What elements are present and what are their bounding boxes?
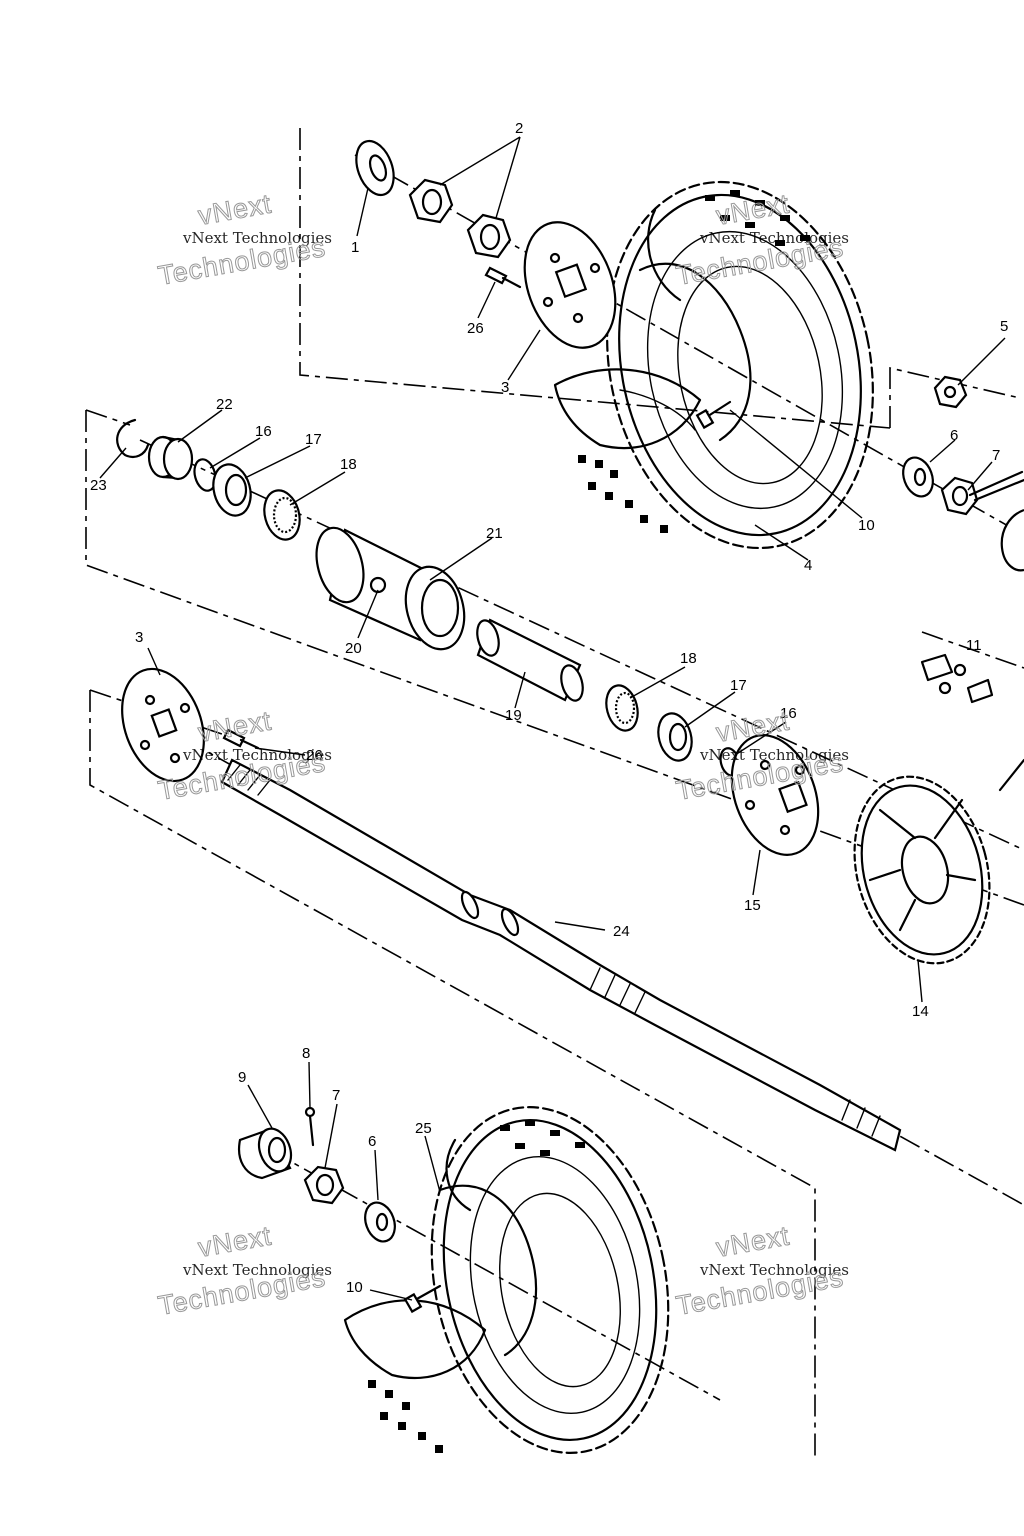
bolt-26-lower [222,728,260,750]
washer-6-lower [364,1201,396,1243]
callout-2: 2 [515,120,523,137]
callout-17-right: 17 [730,677,747,694]
tire-upper [553,180,874,550]
callout-18-right: 18 [680,650,697,667]
sprocket-14 [853,758,1024,965]
callout-18-left: 18 [340,456,357,473]
tread-blocks-lower [368,1120,585,1453]
bearing-18-right [605,684,639,732]
castle-nut-7-upper [940,470,1024,516]
callout-23: 23 [90,477,107,494]
o-ring-16-left [193,458,217,492]
callout-5: 5 [1000,318,1008,335]
watermark-mid-right: vNext Technologies vNext Technologies [673,705,849,806]
axle-24 [220,758,902,1152]
callout-26-lower: 26 [306,747,323,764]
callout-6-lower: 6 [368,1133,376,1150]
callout-24: 24 [613,923,630,940]
sleeve-19 [476,618,584,702]
nuts-2 [408,178,512,259]
callout-6-upper: 6 [950,427,958,444]
valve-10-upper [695,400,732,430]
callout-9: 9 [238,1069,246,1086]
bearing-carrier-21 [315,526,466,651]
callout-3-upper: 3 [501,379,509,396]
watermark-top-right: vNext Technologies vNext Technologies [673,188,849,291]
watermark-text: vNext Technologies [182,1261,332,1279]
hub-3-upper [523,221,617,349]
watermark-text: vNext Technologies [699,1261,849,1279]
watermark-text: vNext Technologies [182,229,332,247]
callout-20: 20 [345,640,362,657]
spacer-22 [147,435,194,481]
castle-nut-7-lower [303,1165,345,1205]
cotter-pin-8 [304,1106,316,1147]
callout-8: 8 [302,1045,310,1062]
callout-10-lower: 10 [346,1279,363,1296]
leader-lines [99,136,1006,1301]
tread-blocks-upper [578,190,810,533]
watermark-text: vNext Technologies [182,746,332,764]
callout-19: 19 [505,707,522,724]
callout-10-upper: 10 [858,517,875,534]
callout-21: 21 [486,525,503,542]
callout-1: 1 [351,239,359,256]
watermark-text: vNext Technologies [699,746,849,764]
washer-6-upper [902,456,934,498]
callout-3-lower: 3 [135,629,143,646]
seal-17-left [212,463,252,517]
callout-26-upper: 26 [467,320,484,337]
callout-14: 14 [912,1003,929,1020]
callout-22: 22 [216,396,233,413]
callout-11: 11 [966,637,982,654]
washer-1 [355,139,395,197]
cap-9-upper-partial [1000,508,1024,572]
bolt-26-upper [484,266,522,289]
hub-3-lower [121,667,205,783]
chain-link-11 [920,653,994,704]
watermark-text: vNext [196,1221,274,1263]
callout-7-upper: 7 [992,447,1000,464]
watermark-text: vNext [196,189,274,231]
callout-25: 25 [415,1120,432,1137]
hub-15 [730,734,820,856]
callout-16-left: 16 [255,423,272,440]
callout-7-lower: 7 [332,1087,340,1104]
callout-labels: 2 1 26 3 5 6 7 10 4 22 16 17 18 23 21 20… [90,120,1008,1296]
callout-15: 15 [744,897,761,914]
callout-16-right: 16 [780,705,797,722]
valve-10-lower [403,1284,442,1314]
seal-17-right [657,712,693,762]
watermark-top-left: vNext Technologies vNext Technologies [155,188,332,291]
callout-17-left: 17 [305,431,322,448]
watermark-bottom-right: vNext Technologies vNext Technologies [673,1220,849,1321]
bearing-18-left [263,489,301,541]
watermark-bottom-left: vNext Technologies vNext Technologies [155,1220,332,1321]
cap-9-lower [238,1127,293,1180]
snap-ring-23 [116,418,150,459]
watermark-text: vNext Technologies [699,229,849,247]
callout-4: 4 [804,557,812,574]
watermark-text: vNext [196,706,274,748]
tire-lower [343,1106,670,1454]
watermark-text: vNext [714,1221,792,1263]
